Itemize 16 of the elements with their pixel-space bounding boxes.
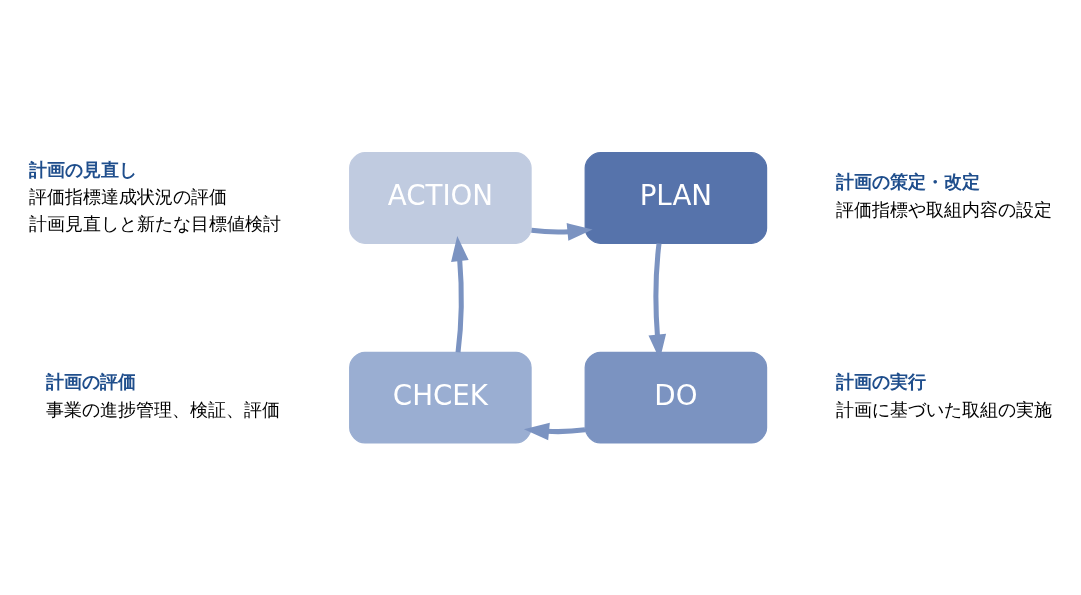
arrow bbox=[451, 235, 469, 353]
node-label: 計画の策定・改定 bbox=[835, 172, 980, 193]
arrow bbox=[531, 223, 593, 241]
node-label: 評価指標達成状況の評価 bbox=[28, 187, 227, 208]
node-label: 計画の見直し bbox=[28, 159, 137, 180]
node-box: CHCEK bbox=[349, 351, 532, 444]
node-label: 計画見直しと新たな目標値検討 bbox=[28, 213, 281, 234]
node-label: 事業の進捗管理、検証、評価 bbox=[46, 399, 281, 420]
arrow bbox=[523, 422, 586, 441]
node-box: DO bbox=[584, 351, 768, 444]
node-label: 評価指標や取組内容の設定 bbox=[835, 199, 1052, 220]
node-label: 計画に基づいた取組の実施 bbox=[835, 399, 1052, 420]
node-label: 計画の実行 bbox=[835, 371, 926, 392]
node-box: PLAN bbox=[584, 152, 768, 244]
node-box: ACTION bbox=[349, 152, 532, 244]
node-label: 計画の評価 bbox=[46, 371, 137, 392]
